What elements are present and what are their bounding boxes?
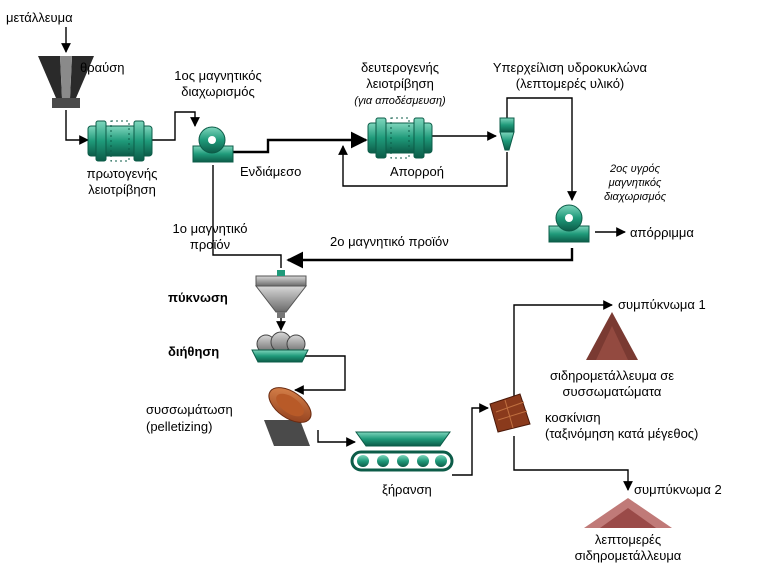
mag-sep-2-label-3: διαχωρισμός <box>604 191 667 203</box>
pelletizing-disc-icon <box>264 387 312 446</box>
primary-grinding-label-1: πρωτογενής <box>87 166 158 181</box>
secondary-grinding-label-1: δευτερογενής <box>361 60 439 75</box>
crusher-icon <box>38 56 94 108</box>
concentrate-1-label: συμπύκνωμα 1 <box>618 297 706 312</box>
fines-label-2: σιδηρομετάλλευμα <box>575 548 682 563</box>
middlings-label: Ενδιάμεσο <box>240 164 301 179</box>
screen-icon <box>489 393 531 433</box>
mag-sep-1-label-2: διαχωρισμός <box>181 84 255 99</box>
disc-filter-icon <box>251 331 309 363</box>
concentrate-2-label: συμπύκνωμα 2 <box>634 482 722 497</box>
screening-label-2: (ταξινόμηση κατά μέγεθος) <box>545 426 698 441</box>
mag-sep-2-label-2: μαγνητικός <box>608 177 662 189</box>
magnetic-separator-2-icon <box>548 204 590 243</box>
drying-label: ξήρανση <box>382 482 432 497</box>
flow-lines <box>61 27 633 491</box>
pelletizing-label-2: (pelletizing) <box>146 419 212 434</box>
screening-label-1: κοσκίνιση <box>545 410 601 425</box>
mag-product-1-label-2: προϊόν <box>190 237 230 252</box>
fines-pile-icon <box>584 498 672 528</box>
primary-mill-icon <box>87 120 153 162</box>
thickener-icon <box>254 270 308 318</box>
conveyor-dryer-icon <box>350 431 454 472</box>
cyclone-overflow-label-2: (λεπτομερές υλικό) <box>516 76 625 91</box>
filtration-label: διήθηση <box>168 344 219 359</box>
pellets-label-1: σιδηρομετάλλευμα σε <box>550 368 674 383</box>
tailings-label: απόρριμμα <box>630 225 694 240</box>
mag-sep-2-label-1: 2ος υγρός <box>609 163 661 175</box>
pellets-label-2: συσσωματώματα <box>563 384 662 399</box>
mag-product-1-label-1: 1ο μαγνητικό <box>173 221 248 236</box>
ore-label: μετάλλευμα <box>6 10 73 25</box>
mag-product-2-label: 2ο μαγνητικό προϊόν <box>330 234 449 249</box>
secondary-grinding-label-2: λειοτρίβηση <box>366 76 434 91</box>
fines-label-1: λεπτομερές <box>595 532 661 547</box>
mag-sep-1-label-1: 1ος μαγνητικός <box>174 68 261 83</box>
thickening-label: πύκνωση <box>168 290 228 305</box>
pelletizing-label-1: συσσωμάτωση <box>146 402 233 417</box>
underflow-label: Απορροή <box>390 164 444 179</box>
crushing-label: θραύση <box>80 60 125 75</box>
secondary-mill-icon <box>367 117 433 159</box>
secondary-grinding-label-3: (για αποδέσμευση) <box>354 95 446 107</box>
cyclone-overflow-label-1: Υπερχείλιση υδροκυκλώνα <box>493 60 648 75</box>
hydrocyclone-icon <box>499 117 515 151</box>
pellet-pile-icon <box>586 312 638 360</box>
magnetic-separator-1-icon <box>192 126 234 163</box>
primary-grinding-label-2: λειοτρίβηση <box>88 182 156 197</box>
